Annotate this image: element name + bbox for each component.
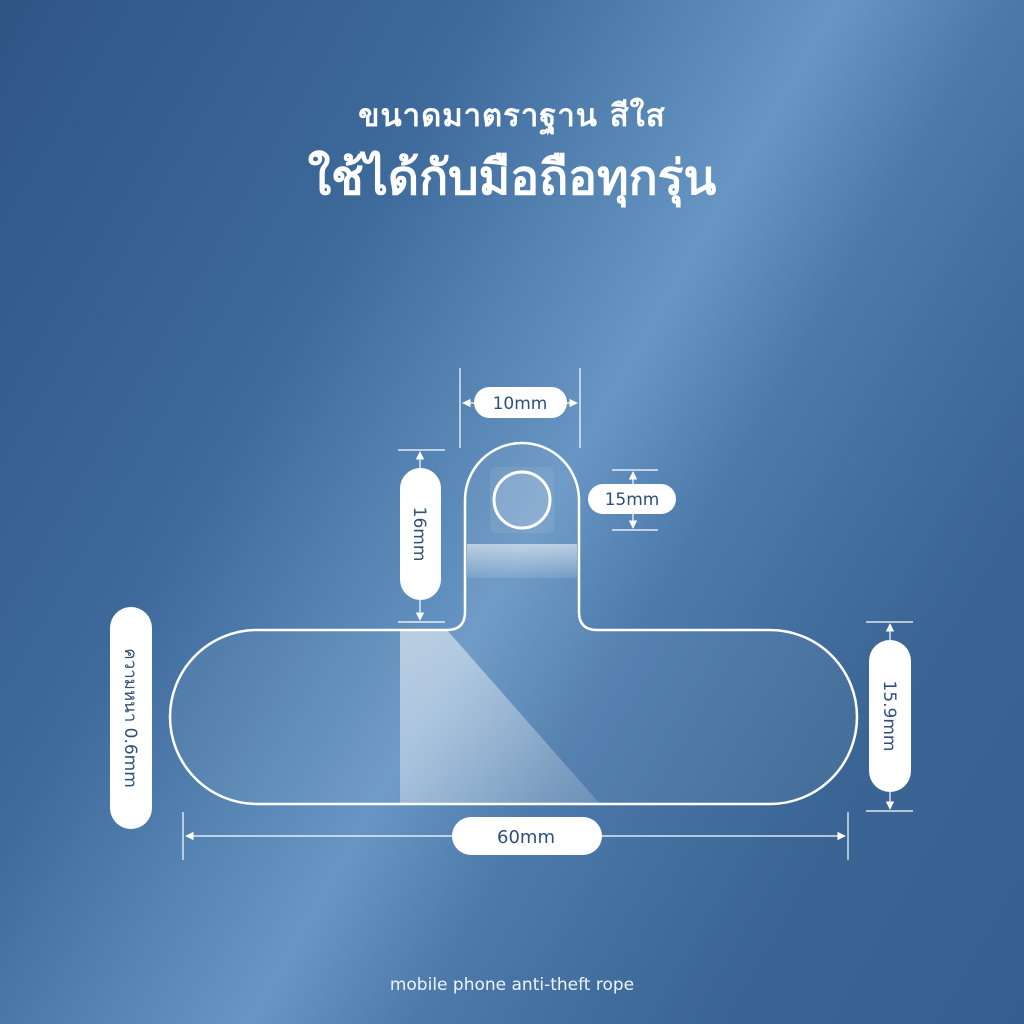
dimension-tab-hole: 15mm xyxy=(588,469,676,531)
dimension-thickness: ความหนา 0.6mm xyxy=(110,607,152,829)
label-body-height: 15.9mm xyxy=(879,681,899,752)
label-body-width: 60mm xyxy=(497,827,555,848)
tether-card xyxy=(168,441,859,806)
dimension-body-width: 60mm xyxy=(182,812,849,860)
label-tab-hole: 15mm xyxy=(605,490,660,510)
dimension-tab-width: 10mm xyxy=(459,368,581,448)
dimension-body-height: 15.9mm xyxy=(866,621,913,812)
label-tab-width: 10mm xyxy=(493,394,548,414)
heading-line-2: ใช้ได้กับมือถือทุกรุ่น xyxy=(307,150,717,206)
lanyard-hole xyxy=(492,470,552,530)
label-tab-height: 16mm xyxy=(409,507,429,562)
label-thickness: ความหนา 0.6mm xyxy=(120,648,140,788)
footer-caption: mobile phone anti-theft rope xyxy=(389,975,635,995)
heading-line-1: ขนาดมาตราฐาน สีใส xyxy=(358,98,666,134)
dimension-tab-height: 16mm xyxy=(398,449,445,623)
